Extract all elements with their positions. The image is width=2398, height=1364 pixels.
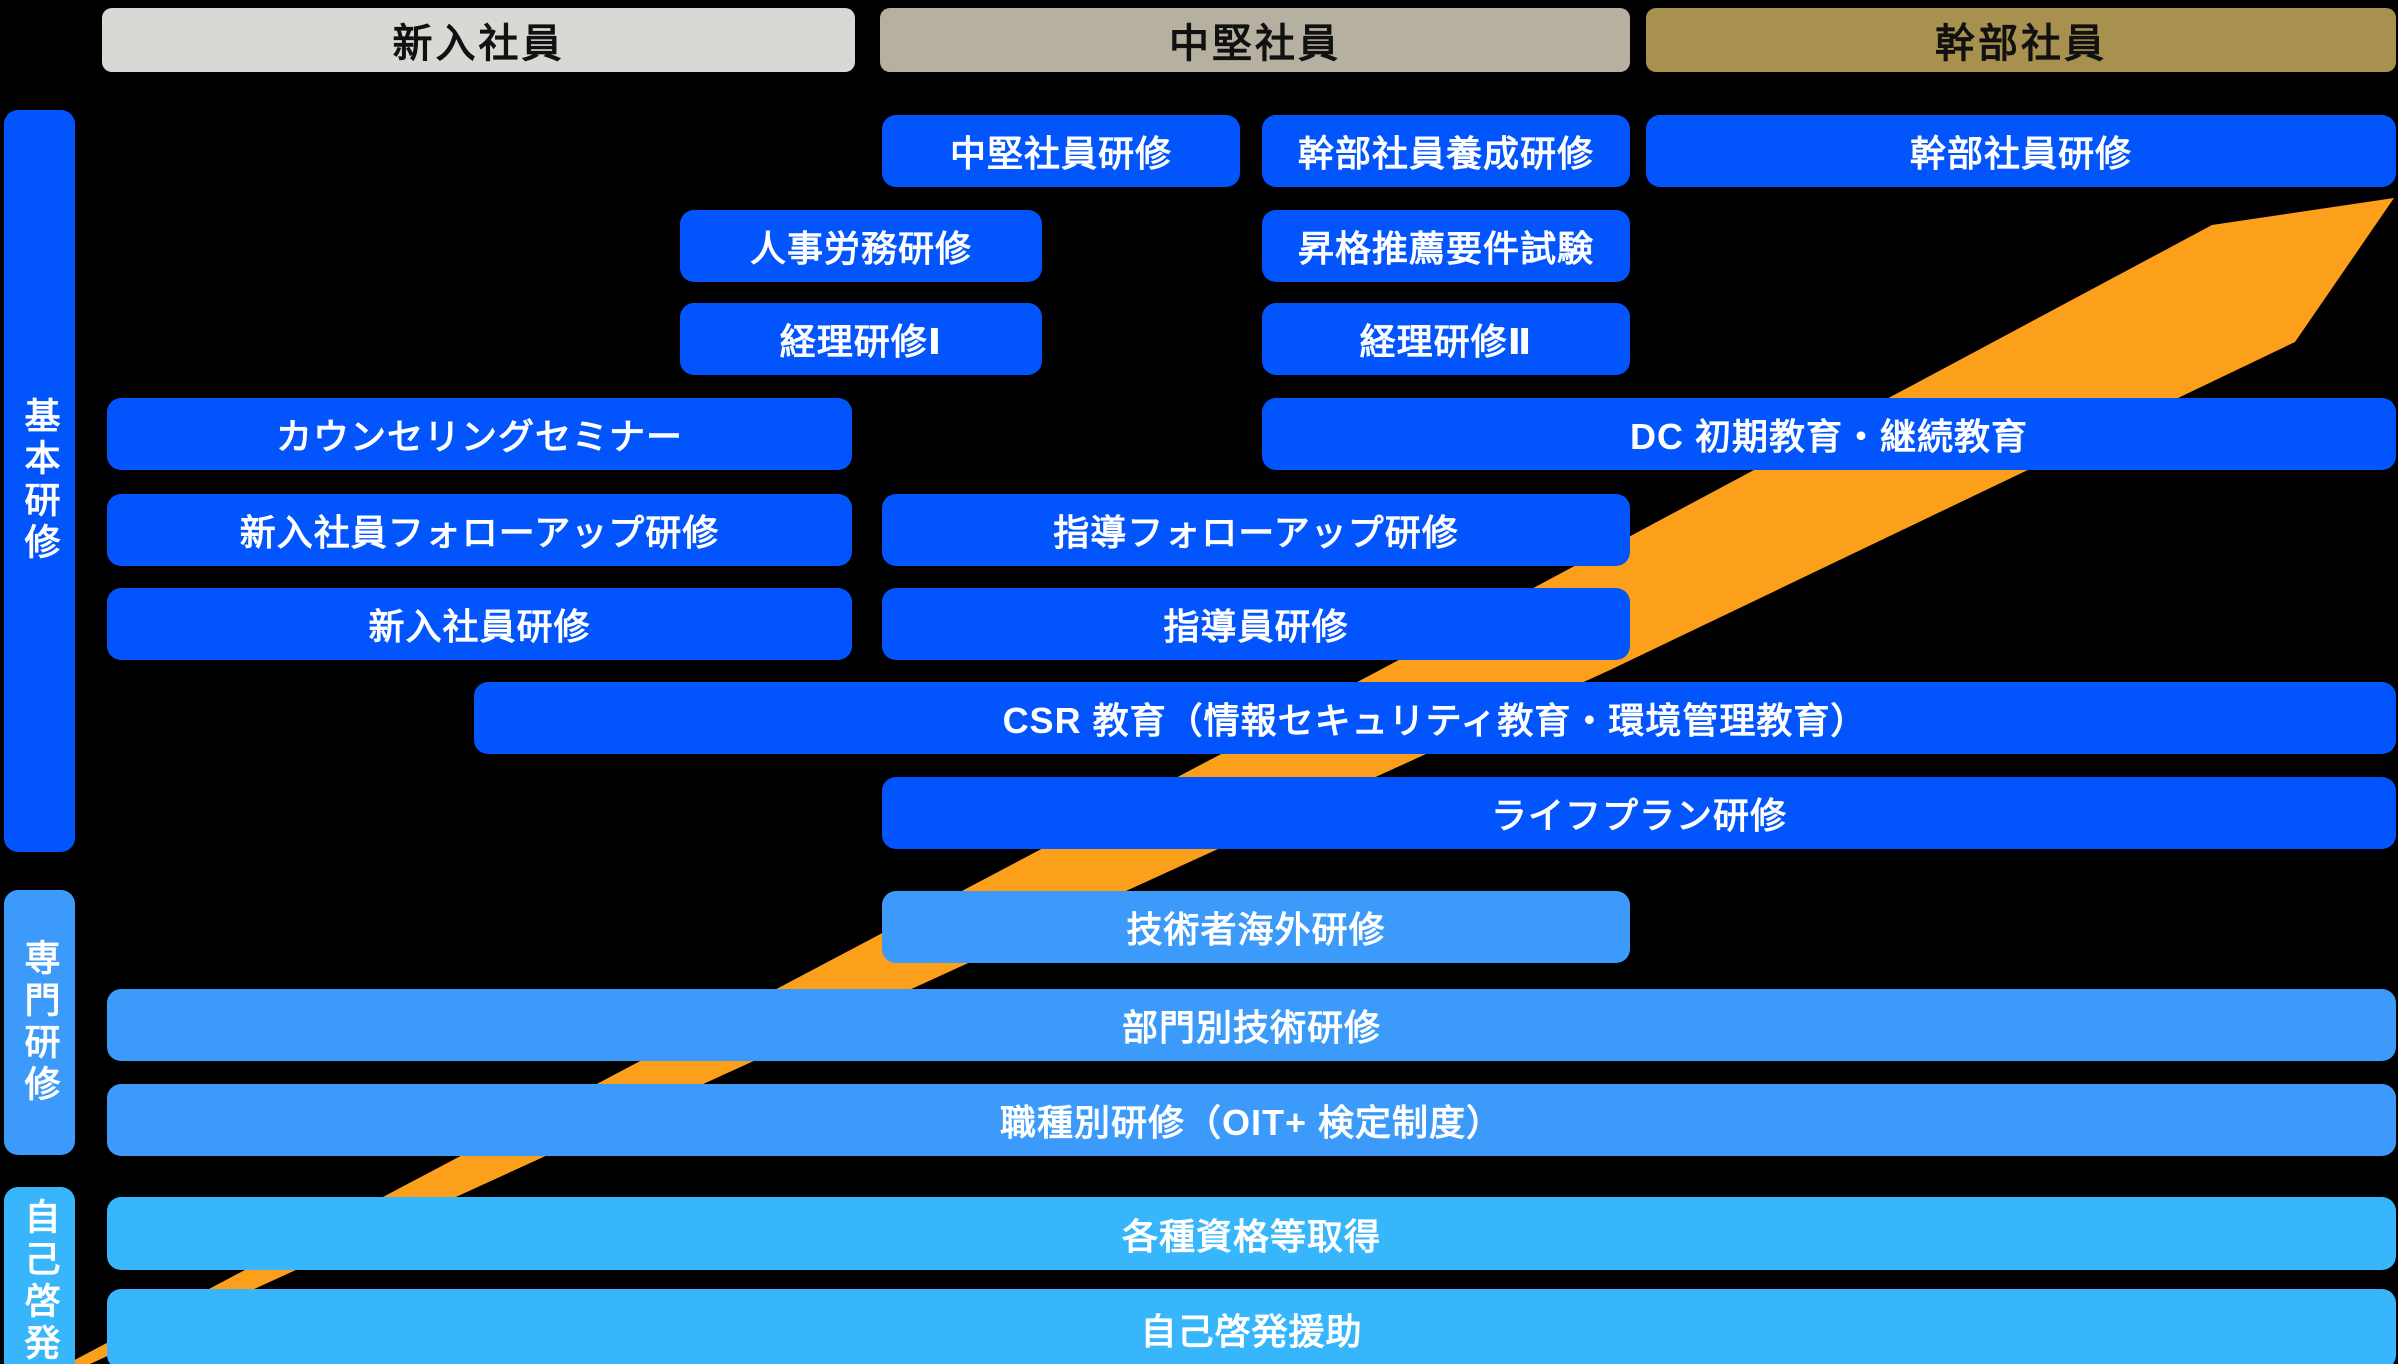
training-bar: 経理研修Ⅱ <box>1262 303 1630 375</box>
training-bar: 経理研修Ⅰ <box>680 303 1042 375</box>
category-label: 専門研修 <box>4 890 75 1155</box>
training-bar: 新入社員フォローアップ研修 <box>107 494 852 566</box>
training-bar: 職種別研修（OIT+ 検定制度） <box>107 1084 2396 1156</box>
training-bar: カウンセリングセミナー <box>107 398 852 470</box>
training-bar: 人事労務研修 <box>680 210 1042 282</box>
training-bar: 中堅社員研修 <box>882 115 1240 187</box>
training-bar: 自己啓発援助 <box>107 1289 2396 1364</box>
training-bar: ライフプラン研修 <box>882 777 2396 849</box>
training-bar: 指導員研修 <box>882 588 1630 660</box>
training-bar: DC 初期教育・継続教育 <box>1262 398 2396 470</box>
column-header: 幹部社員 <box>1646 8 2396 72</box>
training-bar: 新入社員研修 <box>107 588 852 660</box>
training-bar: CSR 教育（情報セキュリティ教育・環境管理教育） <box>474 682 2396 754</box>
training-bar: 指導フォローアップ研修 <box>882 494 1630 566</box>
training-bar: 昇格推薦要件試験 <box>1262 210 1630 282</box>
category-label: 自己啓発 <box>4 1187 75 1364</box>
training-bar: 幹部社員研修 <box>1646 115 2396 187</box>
column-header: 中堅社員 <box>880 8 1630 72</box>
category-label: 基本研修 <box>4 110 75 852</box>
training-bar: 部門別技術研修 <box>107 989 2396 1061</box>
training-bar: 各種資格等取得 <box>107 1197 2396 1270</box>
training-bar: 幹部社員養成研修 <box>1262 115 1630 187</box>
training-bar: 技術者海外研修 <box>882 891 1630 963</box>
column-header: 新入社員 <box>102 8 855 72</box>
